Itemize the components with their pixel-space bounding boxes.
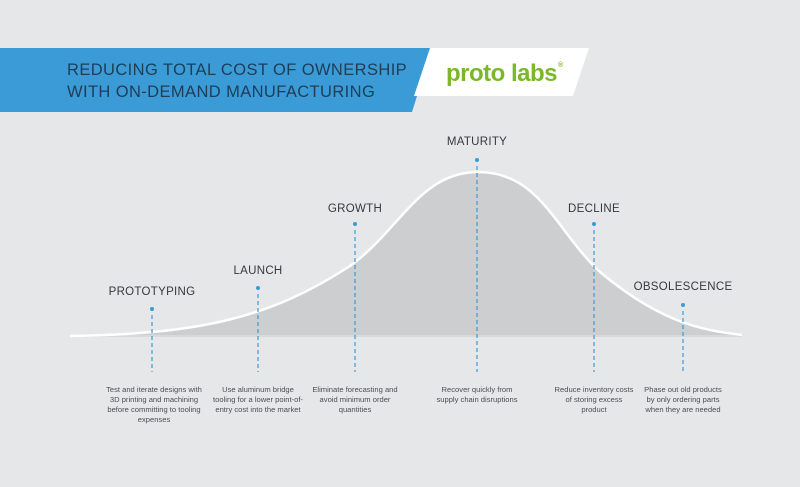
logo-panel xyxy=(414,48,589,96)
stage-label-prototyping: PROTOTYPING xyxy=(108,286,196,298)
stage-description-growth: Eliminate forecasting and avoid minimum … xyxy=(312,385,398,414)
stage-description-prototyping: Test and iterate designs with 3D printin… xyxy=(106,385,202,424)
title-banner xyxy=(0,48,432,112)
curve-line xyxy=(69,170,743,338)
title-line-1: REDUCING TOTAL COST OF OWNERSHIP xyxy=(67,61,408,79)
stage-marker-decline xyxy=(592,222,596,372)
title-line-2: WITH ON-DEMAND MANUFACTURING xyxy=(67,83,376,101)
banner-shape xyxy=(0,48,432,112)
stage-label-obsolescence: OBSOLESCENCE xyxy=(633,281,733,293)
stage-marker-obsolescence xyxy=(681,303,685,372)
logo-text: proto labs xyxy=(446,60,558,87)
stage-label-growth: GROWTH xyxy=(327,203,383,215)
curve-fill xyxy=(70,172,742,336)
stage-description-maturity: Recover quickly from supply chain disrup… xyxy=(436,385,518,404)
stage-description-obsolescence: Phase out old products by only ordering … xyxy=(644,385,722,414)
stage-description-launch: Use aluminum bridge tooling for a lower … xyxy=(213,385,303,414)
stage-marker-prototyping xyxy=(150,307,154,372)
stage-label-maturity: MATURITY xyxy=(446,136,508,148)
stage-label-launch: LAUNCH xyxy=(233,265,283,277)
proto-labs-logo: proto labs® xyxy=(446,60,563,88)
stage-marker-launch xyxy=(256,286,260,372)
registered-mark: ® xyxy=(558,62,563,69)
stage-label-decline: DECLINE xyxy=(568,203,620,215)
stage-marker-maturity xyxy=(475,158,479,372)
stage-marker-growth xyxy=(353,222,357,372)
stage-description-decline: Reduce inventory costs of storing excess… xyxy=(554,385,634,414)
